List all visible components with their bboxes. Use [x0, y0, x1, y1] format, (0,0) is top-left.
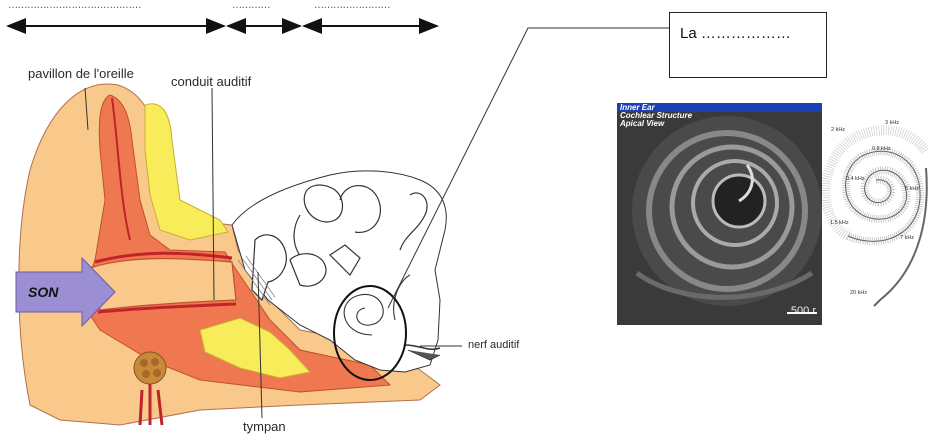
label-nerf-auditif: nerf auditif	[468, 339, 519, 351]
freq-7khz: 7 kHz	[900, 235, 914, 241]
freq-20khz: 20 kHz	[850, 290, 867, 296]
freq-5khz: 5 kHz	[905, 186, 919, 192]
freq-2khz: 2 kHz	[831, 127, 845, 133]
freq-04khz: 0.4 kHz	[846, 176, 865, 182]
freq-08khz: 0.8 kHz	[872, 146, 891, 152]
photo-scale-label: 500 r	[791, 305, 816, 317]
answer-box[interactable]: La ………………	[669, 12, 827, 78]
cartilage-band	[145, 104, 228, 240]
freq-15khz: 1.5 kHz	[830, 220, 849, 226]
freq-3khz: 3 kHz	[885, 120, 899, 126]
photo-caption: Inner Ear Cochlear Structure Apical View	[617, 103, 822, 131]
label-son: SON	[28, 284, 58, 300]
cochlea-photo: Inner Ear Cochlear Structure Apical View…	[617, 103, 822, 325]
label-conduit-auditif: conduit auditif	[171, 74, 251, 89]
label-tympan: tympan	[243, 419, 286, 434]
photo-caption-line3: Apical View	[620, 120, 664, 128]
cochlea-frequency-spiral	[825, 130, 926, 306]
label-pavillon: pavillon de l'oreille	[28, 66, 134, 81]
answer-box-text: La ………………	[680, 25, 791, 42]
gland	[134, 352, 166, 384]
cochlea-photo-image	[617, 103, 822, 325]
